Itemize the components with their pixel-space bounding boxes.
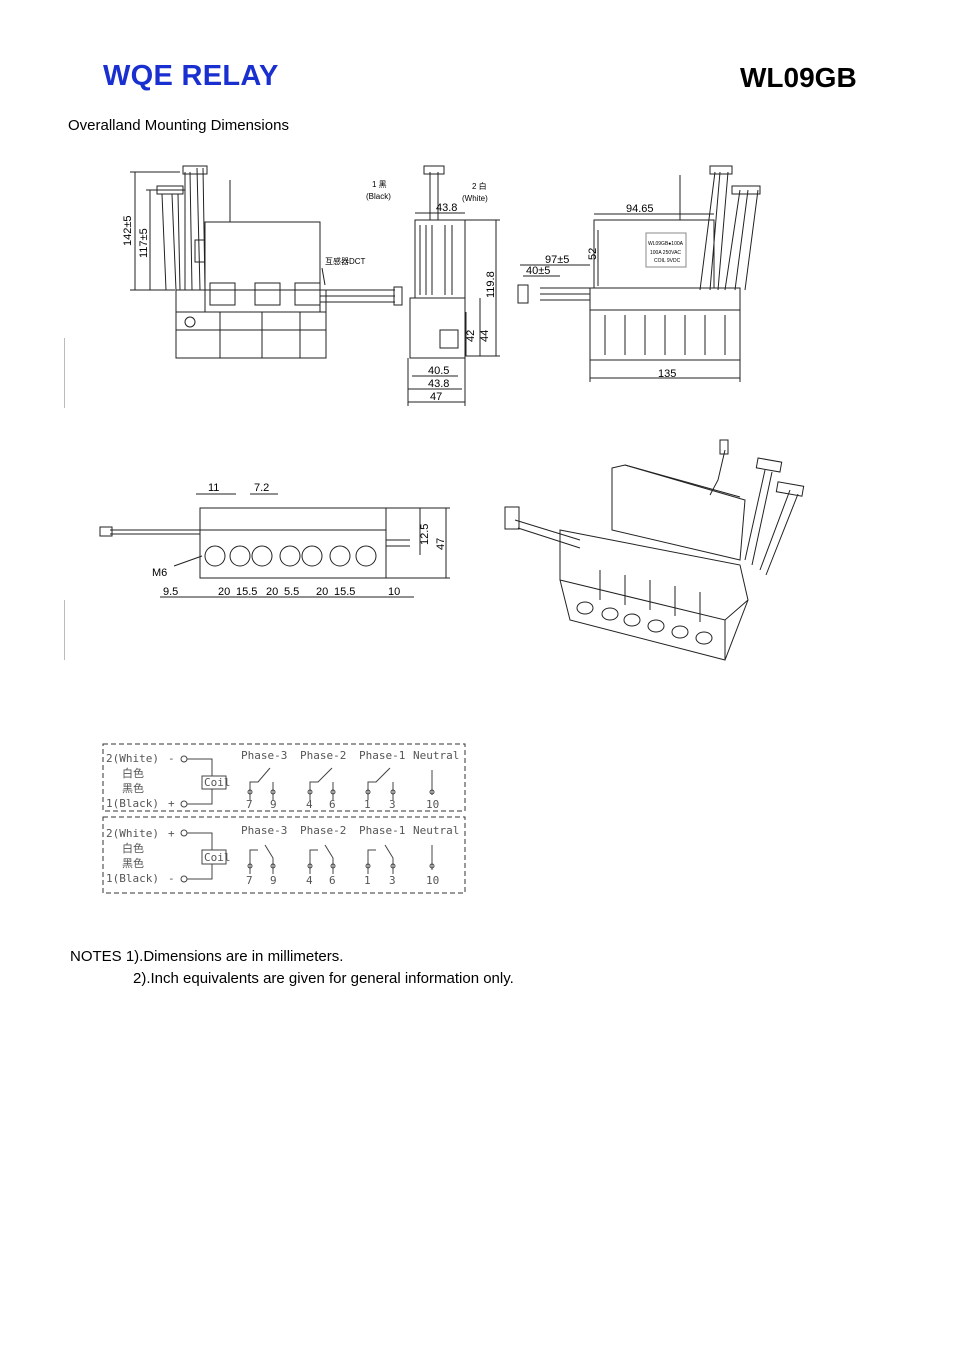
phase-1-label: Phase-1: [359, 749, 405, 762]
terminal-4: 4: [306, 874, 313, 887]
dim-135: 135: [658, 368, 676, 380]
neutral-label: Neutral: [413, 749, 459, 762]
wire2-label: 2 白: [472, 181, 487, 191]
coil-white-label: 2(White): [106, 827, 159, 840]
phase-3-label: Phase-3: [241, 824, 287, 837]
dim-47-right: 47: [435, 538, 447, 550]
front-view-drawing: [130, 165, 403, 359]
wire2-en-label: (White): [462, 194, 488, 203]
terminal-4: 4: [306, 798, 313, 811]
terminal-6: 6: [329, 874, 336, 887]
dim-12-5: 12.5: [419, 524, 431, 545]
dim-117: 117±5: [138, 228, 150, 258]
terminal-1: 1: [364, 874, 371, 887]
bottom-view-drawing: [99, 493, 450, 598]
coil-black-label: 1(Black): [106, 797, 159, 810]
terminal-3: 3: [389, 798, 396, 811]
dim-15-5-a: 15.5: [236, 586, 257, 598]
side-view-drawing: [407, 165, 500, 406]
dim-42: 42: [465, 330, 477, 342]
nameplate-line2: 100A 250VAC: [650, 250, 681, 256]
dim-20-b: 20: [266, 586, 278, 598]
dim-5-5: 5.5: [284, 586, 299, 598]
dim-20-a: 20: [218, 586, 230, 598]
note-2: 2).Inch equivalents are given for genera…: [133, 970, 514, 987]
dim-43-8-top: 43.8: [436, 202, 457, 214]
terminal-9: 9: [270, 874, 277, 887]
wire1-en-label: (Black): [366, 192, 391, 201]
coil-black-sign: -: [168, 872, 175, 885]
dim-11: 11: [208, 482, 219, 494]
dim-97: 97±5: [545, 254, 569, 266]
coil-black-label: 1(Black): [106, 872, 159, 885]
dim-10: 10: [388, 586, 400, 598]
margin-marks: [64, 338, 65, 408]
phase-3-label: Phase-3: [241, 749, 287, 762]
terminal-1: 1: [364, 798, 371, 811]
nameplate-line3: COIL 9VDC: [654, 258, 681, 264]
dim-15-5-b: 15.5: [334, 586, 355, 598]
coil-white-label: 2(White): [106, 752, 159, 765]
dim-44: 44: [479, 330, 491, 342]
section-subtitle: Overalland Mounting Dimensions: [68, 117, 289, 134]
dim-142: 142±5: [122, 215, 134, 246]
right-view-drawing: [517, 165, 761, 382]
terminal-10: 10: [426, 874, 439, 887]
m6-label: M6: [152, 567, 167, 579]
coil-black-sign: +: [168, 797, 175, 810]
isometric-view-drawing: [504, 439, 805, 661]
terminal-3: 3: [389, 874, 396, 887]
neutral-label: Neutral: [413, 824, 459, 837]
zh-white-label: 白色: [122, 841, 144, 855]
dim-20-c: 20: [316, 586, 328, 598]
coil-white-sign: +: [168, 827, 175, 840]
wire1-label: 1 黑: [372, 180, 387, 189]
dim-40-5: 40.5: [428, 365, 449, 377]
dim-47: 47: [430, 391, 442, 403]
coil-white-sign: -: [168, 752, 175, 765]
nameplate-line1: WL09GB●100A: [648, 241, 684, 247]
schematic-bottom: 2(White) + 白色 黑色 1(Black) - Coil Phase-3…: [102, 816, 466, 894]
terminal-10: 10: [426, 798, 439, 811]
notes: NOTES 1).Dimensions are in millimeters. …: [70, 946, 514, 990]
nameplate: [645, 232, 687, 268]
coil-label: Coil: [204, 851, 231, 864]
phase-2-label: Phase-2: [300, 749, 346, 762]
dim-40: 40±5: [526, 265, 550, 277]
phase-1-label: Phase-1: [359, 824, 405, 837]
dim-7-2: 7.2: [254, 482, 269, 494]
dim-119-8: 119.8: [485, 271, 497, 298]
margin-marks: [64, 600, 65, 660]
dim-94-65: 94.65: [626, 203, 654, 215]
brand-title: WQE RELAY: [103, 60, 279, 92]
dim-52: 52: [587, 248, 599, 260]
terminal-6: 6: [329, 798, 336, 811]
terminal-7: 7: [246, 874, 253, 887]
note-1: NOTES 1).Dimensions are in millimeters.: [70, 948, 344, 965]
coil-label: Coil: [204, 776, 231, 789]
ct-label: 互感器DCT: [325, 256, 366, 266]
terminal-7: 7: [246, 798, 253, 811]
dim-43-8-bottom: 43.8: [428, 378, 449, 390]
phase-2-label: Phase-2: [300, 824, 346, 837]
schematic-top: 2(White) - 白色 黑色 1(Black) + Coil Phase-3…: [102, 743, 466, 818]
zh-white-label: 白色: [122, 766, 144, 780]
terminal-9: 9: [270, 798, 277, 811]
zh-black-label: 黑色: [122, 781, 144, 795]
dim-9-5: 9.5: [163, 586, 178, 598]
zh-black-label: 黑色: [122, 856, 144, 870]
model-number: WL09GB: [740, 62, 857, 93]
